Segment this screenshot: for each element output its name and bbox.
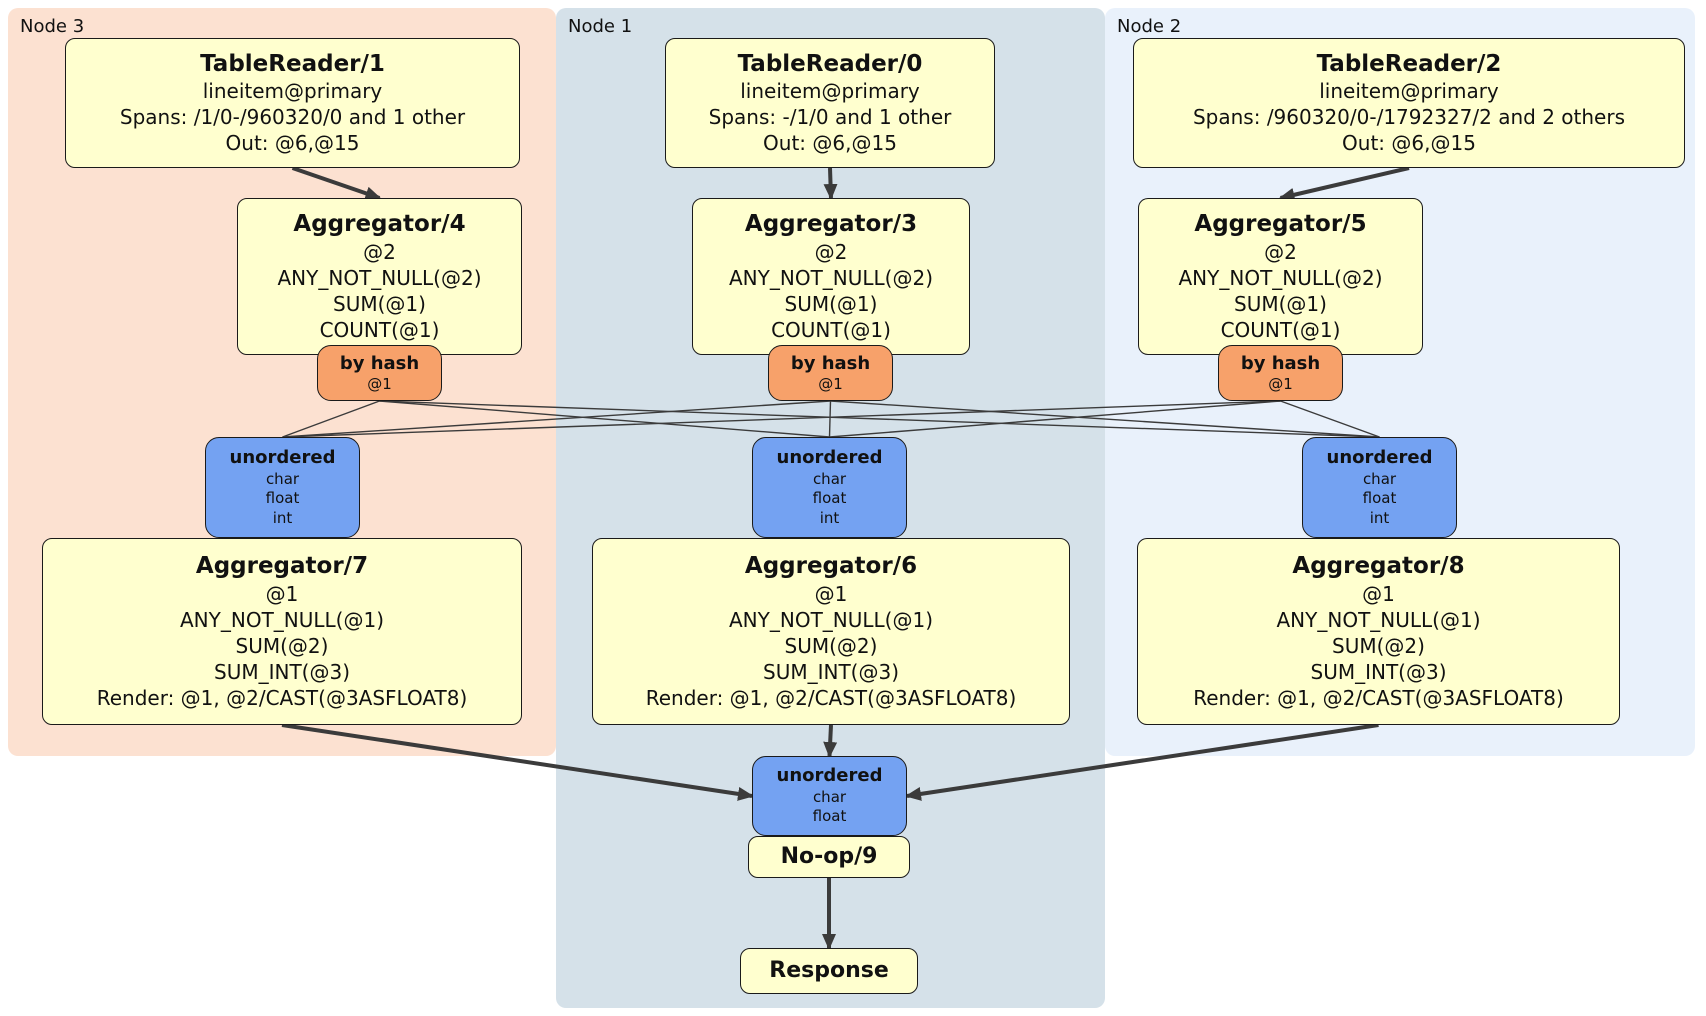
proc-title: No-op/9 <box>780 843 878 869</box>
sync-line: char <box>812 469 847 488</box>
proc-line: SUM(@2) <box>784 633 878 658</box>
proc-title: Aggregator/5 <box>1194 211 1367 238</box>
proc-title: TableReader/1 <box>200 50 385 77</box>
proc-line: lineitem@primary <box>1319 79 1499 104</box>
proc-title: Aggregator/3 <box>744 211 918 238</box>
node2-label: Node 2 <box>1117 16 1182 37</box>
proc-line: Out: @6,@15 <box>763 131 897 156</box>
proc-line: @1 <box>265 581 299 606</box>
sync-line: float <box>1362 489 1397 507</box>
proc-line: Spans: /1/0-/960320/0 and 1 other <box>119 105 466 130</box>
proc-line: SUM(@1) <box>1234 291 1327 316</box>
sync-line: char <box>265 469 300 488</box>
by-hash-node3: by hash @1 <box>317 345 442 401</box>
proc-title: TableReader/0 <box>737 50 923 77</box>
proc-line: COUNT(@1) <box>1220 317 1341 342</box>
proc-line: Render: @1, @2/CAST(@3ASFLOAT8) <box>96 685 468 710</box>
sync-title: unordered <box>229 447 336 468</box>
unordered-node2: unordered char float int <box>1302 437 1457 538</box>
proc-line: ANY_NOT_NULL(@2) <box>1178 265 1383 290</box>
proc-line: Render: @1, @2/CAST(@3ASFLOAT8) <box>1193 685 1564 710</box>
proc-title: Aggregator/4 <box>293 211 466 238</box>
sync-line: int <box>819 508 840 527</box>
proc-line: SUM(@1) <box>333 291 426 316</box>
router-line: @1 <box>367 374 392 393</box>
aggregator-5-box: Aggregator/5 @2 ANY_NOT_NULL(@2) SUM(@1)… <box>1138 198 1423 355</box>
noop-9-box: No-op/9 <box>748 836 910 878</box>
proc-line: SUM(@1) <box>784 291 878 316</box>
proc-line: COUNT(@1) <box>319 317 440 342</box>
router-title: by hash <box>339 353 420 375</box>
sync-line: int <box>272 508 293 527</box>
aggregator-4-box: Aggregator/4 @2 ANY_NOT_NULL(@2) SUM(@1)… <box>237 198 522 355</box>
proc-line: @2 <box>814 239 848 264</box>
aggregator-6-box: Aggregator/6 @1 ANY_NOT_NULL(@1) SUM(@2)… <box>592 538 1070 725</box>
router-title: by hash <box>790 353 871 375</box>
router-line: @1 <box>1268 374 1293 393</box>
proc-line: COUNT(@1) <box>771 317 891 342</box>
sync-line: char <box>812 787 847 806</box>
proc-line: lineitem@primary <box>740 79 920 104</box>
proc-title: Response <box>769 957 889 983</box>
tablereader-0-box: TableReader/0 lineitem@primary Spans: -/… <box>665 38 995 168</box>
proc-line: Render: @1, @2/CAST(@3ASFLOAT8) <box>645 685 1017 710</box>
sync-line: int <box>1369 508 1390 527</box>
unordered-final: unordered char float <box>752 756 907 836</box>
tablereader-2-box: TableReader/2 lineitem@primary Spans: /9… <box>1133 38 1685 168</box>
proc-title: Aggregator/6 <box>744 553 918 580</box>
proc-line: lineitem@primary <box>202 79 383 104</box>
proc-line: @2 <box>363 239 396 264</box>
router-line: @1 <box>818 374 843 393</box>
sync-line: char <box>1362 469 1397 488</box>
proc-line: SUM(@2) <box>235 633 329 658</box>
aggregator-8-box: Aggregator/8 @1 ANY_NOT_NULL(@1) SUM(@2)… <box>1137 538 1620 725</box>
aggregator-7-box: Aggregator/7 @1 ANY_NOT_NULL(@1) SUM(@2)… <box>42 538 522 725</box>
proc-line: Spans: /960320/0-/1792327/2 and 2 others <box>1192 105 1625 130</box>
sync-title: unordered <box>776 765 883 787</box>
proc-title: Aggregator/7 <box>195 553 369 580</box>
proc-line: @1 <box>1362 581 1395 606</box>
proc-line: Spans: -/1/0 and 1 other <box>708 105 952 130</box>
proc-line: SUM_INT(@3) <box>1310 659 1447 684</box>
proc-line: @2 <box>1264 239 1297 264</box>
sync-title: unordered <box>776 447 883 468</box>
proc-line: SUM_INT(@3) <box>763 659 899 684</box>
aggregator-3-box: Aggregator/3 @2 ANY_NOT_NULL(@2) SUM(@1)… <box>692 198 970 355</box>
unordered-node1: unordered char float int <box>752 437 907 538</box>
proc-title: TableReader/2 <box>1316 50 1502 77</box>
proc-line: SUM_INT(@3) <box>214 659 350 684</box>
router-title: by hash <box>1240 353 1321 375</box>
node3-label: Node 3 <box>20 16 85 37</box>
response-box: Response <box>740 948 918 994</box>
proc-line: ANY_NOT_NULL(@1) <box>1276 607 1481 632</box>
proc-title: Aggregator/8 <box>1292 553 1465 580</box>
tablereader-1-box: TableReader/1 lineitem@primary Spans: /1… <box>65 38 520 168</box>
proc-line: ANY_NOT_NULL(@2) <box>277 265 482 290</box>
proc-line: @1 <box>814 581 848 606</box>
unordered-node3: unordered char float int <box>205 437 360 538</box>
sync-title: unordered <box>1326 447 1433 468</box>
proc-line: ANY_NOT_NULL(@1) <box>180 607 384 632</box>
node1-label: Node 1 <box>568 16 633 37</box>
sync-line: float <box>812 489 847 507</box>
proc-line: ANY_NOT_NULL(@2) <box>729 265 933 290</box>
by-hash-node1: by hash @1 <box>768 345 893 401</box>
proc-line: SUM(@2) <box>1332 633 1425 658</box>
proc-line: ANY_NOT_NULL(@1) <box>729 607 933 632</box>
sync-line: float <box>812 807 847 826</box>
sync-line: float <box>265 489 300 507</box>
proc-line: Out: @6,@15 <box>225 131 360 156</box>
proc-line: Out: @6,@15 <box>1342 131 1476 156</box>
by-hash-node2: by hash @1 <box>1218 345 1343 401</box>
